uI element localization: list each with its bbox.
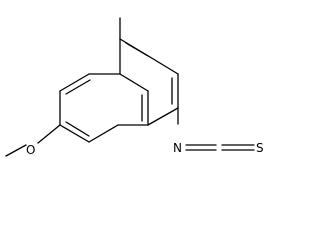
oxygen-label: O bbox=[26, 143, 35, 157]
methoxy-group bbox=[5, 124, 61, 157]
ring-b bbox=[59, 73, 149, 143]
bond-c8-c8a bbox=[88, 124, 119, 143]
sulfur-label: S bbox=[256, 141, 264, 155]
isothiocyanate-group bbox=[177, 107, 255, 151]
bond-c7-o bbox=[37, 124, 61, 144]
bond-o-methyl bbox=[5, 144, 27, 157]
bond-c5-c6-inner bbox=[65, 79, 91, 95]
bond-c7-c8 bbox=[59, 124, 90, 143]
bond-c1-c8a bbox=[147, 107, 179, 126]
ring-a bbox=[119, 17, 179, 126]
bond-c5-c6 bbox=[59, 73, 90, 92]
bond-c3-c2 bbox=[149, 56, 179, 75]
bond-c4a-c4 bbox=[119, 73, 149, 92]
bond-c4-c3-inner bbox=[125, 42, 149, 57]
nitrogen-label: N bbox=[173, 141, 182, 155]
chemical-structure-diagram: O N S bbox=[5, 17, 264, 157]
bond-c7-c8-inner bbox=[65, 121, 90, 137]
